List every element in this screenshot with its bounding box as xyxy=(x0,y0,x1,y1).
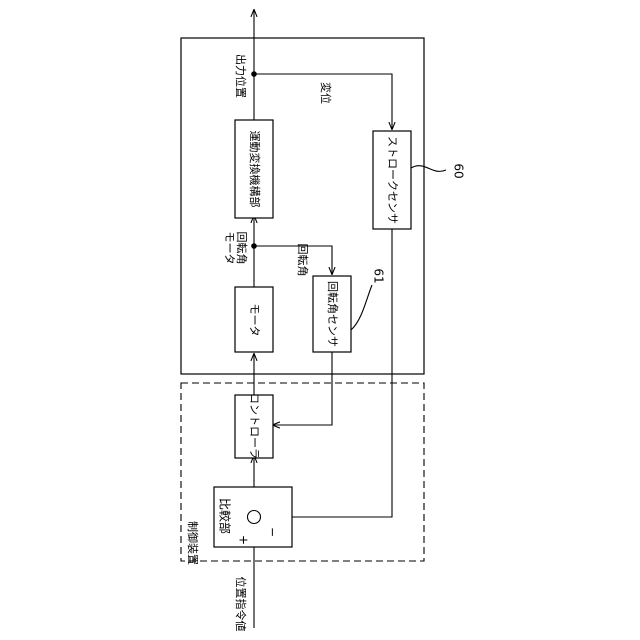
motor-rotation-label-line1: モータ xyxy=(223,232,236,265)
stroke-sensor-label: ストロークセンサ xyxy=(386,136,399,224)
ref-60-label: 60 xyxy=(452,163,466,178)
rotation-sensor-label: 回転角センサ xyxy=(326,281,339,347)
rotation-branch-wire xyxy=(254,246,332,274)
minus-sign: − xyxy=(266,527,280,537)
ref-61-label: 61 xyxy=(372,268,386,283)
motor-rotation-label-line2: 回転角 xyxy=(235,232,248,265)
displacement-label: 変位 xyxy=(319,82,333,104)
motor-label: モータ xyxy=(248,304,261,337)
control-device-label: 制御装置 xyxy=(186,521,200,565)
motion-converter-label: 運動変換機構部 xyxy=(248,131,262,208)
ref-61-leader xyxy=(351,285,372,330)
rotation-feedback-wire xyxy=(273,352,332,425)
rotation-angle-label: 回転角 xyxy=(296,244,309,277)
output-position-label: 出力位置 xyxy=(234,54,248,98)
comparator-label: 比較部 xyxy=(218,498,233,534)
plus-sign: + xyxy=(237,535,251,545)
ref-60-leader xyxy=(411,166,446,172)
summing-junction xyxy=(248,511,261,524)
position-command-label: 位置指令値 xyxy=(234,577,248,632)
controller-label: コントローラ xyxy=(248,393,261,459)
